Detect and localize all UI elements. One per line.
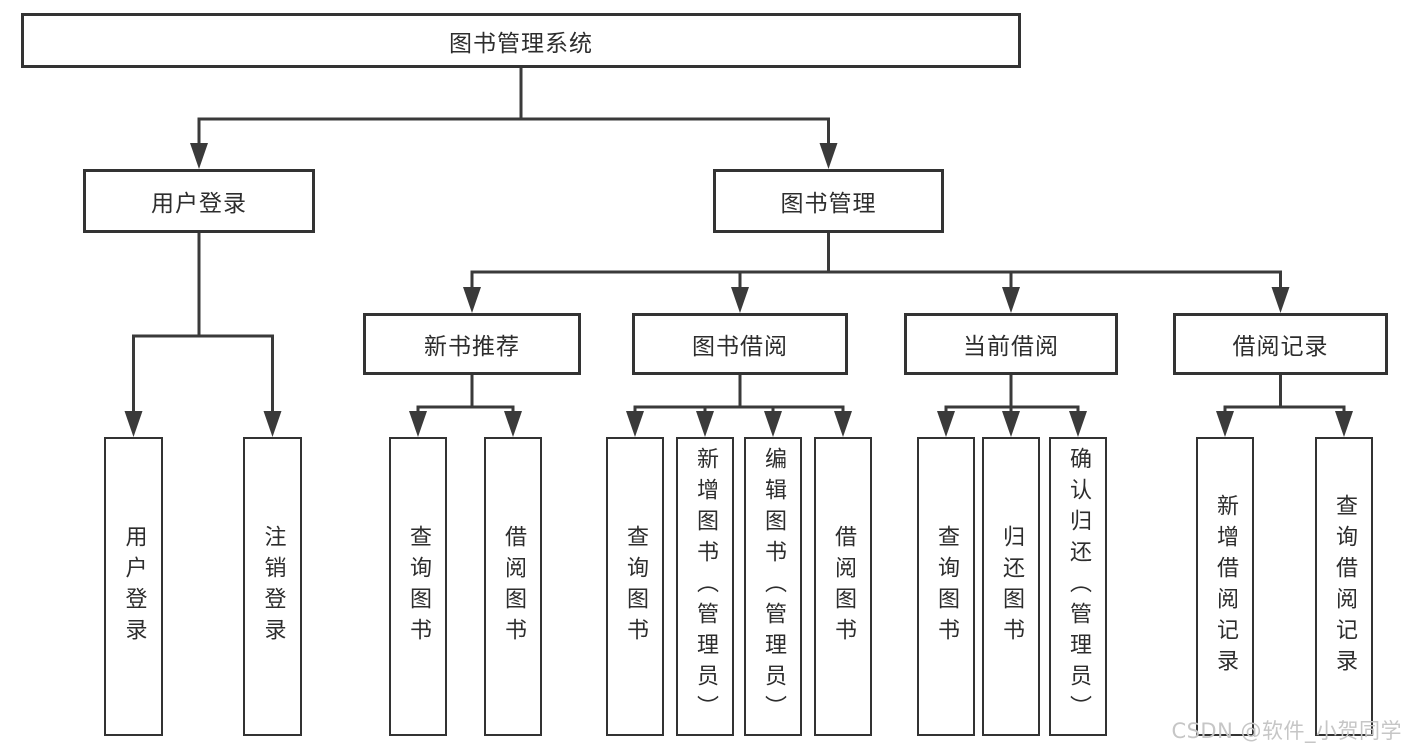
node-leaf-add-book: 新增图书（管理员） (676, 437, 734, 736)
node-label-leaf-borrow-book-1: 借阅图书 (501, 524, 526, 649)
node-label-leaf-edit-book: 编辑图书（管理员） (761, 447, 786, 726)
node-label-leaf-return-book: 归还图书 (999, 524, 1024, 649)
node-leaf-edit-book: 编辑图书（管理员） (744, 437, 802, 736)
node-label-leaf-user-login: 用户登录 (121, 524, 147, 649)
node-label-leaf-add-book: 新增图书（管理员） (693, 447, 718, 726)
node-borrow-record: 借阅记录 (1173, 313, 1388, 375)
node-label-leaf-add-record: 新增借阅记录 (1213, 493, 1238, 680)
node-leaf-confirm-return: 确认归还（管理员） (1049, 437, 1107, 736)
node-new-book-rec: 新书推荐 (363, 313, 581, 375)
node-leaf-user-login: 用户登录 (104, 437, 163, 736)
node-label-book-borrow: 图书借阅 (692, 334, 788, 360)
node-book-borrow: 图书借阅 (632, 313, 848, 375)
node-label-leaf-borrow-book-2: 借阅图书 (831, 524, 856, 649)
node-leaf-borrow-book-1: 借阅图书 (484, 437, 542, 736)
node-label-leaf-query-book-2: 查询图书 (623, 524, 648, 649)
csdn-watermark: CSDN @软件_小贺同学 (1171, 719, 1402, 743)
node-label-user-login: 用户登录 (151, 191, 247, 217)
node-label-leaf-query-record: 查询借阅记录 (1332, 493, 1357, 680)
node-leaf-add-record: 新增借阅记录 (1196, 437, 1254, 736)
node-leaf-return-book: 归还图书 (982, 437, 1040, 736)
node-current-borrow: 当前借阅 (904, 313, 1118, 375)
node-leaf-borrow-book-2: 借阅图书 (814, 437, 872, 736)
node-label-book-mgmt: 图书管理 (780, 191, 877, 217)
node-label-current-borrow: 当前借阅 (963, 334, 1059, 360)
node-leaf-query-book-3: 查询图书 (917, 437, 975, 736)
node-label-leaf-query-book-1: 查询图书 (406, 524, 431, 649)
node-leaf-query-record: 查询借阅记录 (1315, 437, 1373, 736)
node-user-login: 用户登录 (83, 169, 315, 233)
node-leaf-query-book-2: 查询图书 (606, 437, 664, 736)
node-label-borrow-record: 借阅记录 (1232, 334, 1329, 360)
node-leaf-logout: 注销登录 (243, 437, 302, 736)
node-label-leaf-logout: 注销登录 (260, 524, 286, 649)
node-label-root: 图书管理系统 (449, 30, 593, 57)
node-leaf-query-book-1: 查询图书 (389, 437, 447, 736)
node-label-new-book-rec: 新书推荐 (424, 334, 520, 360)
node-book-mgmt: 图书管理 (713, 169, 944, 233)
node-label-leaf-confirm-return: 确认归还（管理员） (1066, 447, 1091, 726)
node-label-leaf-query-book-3: 查询图书 (934, 524, 959, 649)
node-root: 图书管理系统 (21, 13, 1021, 68)
